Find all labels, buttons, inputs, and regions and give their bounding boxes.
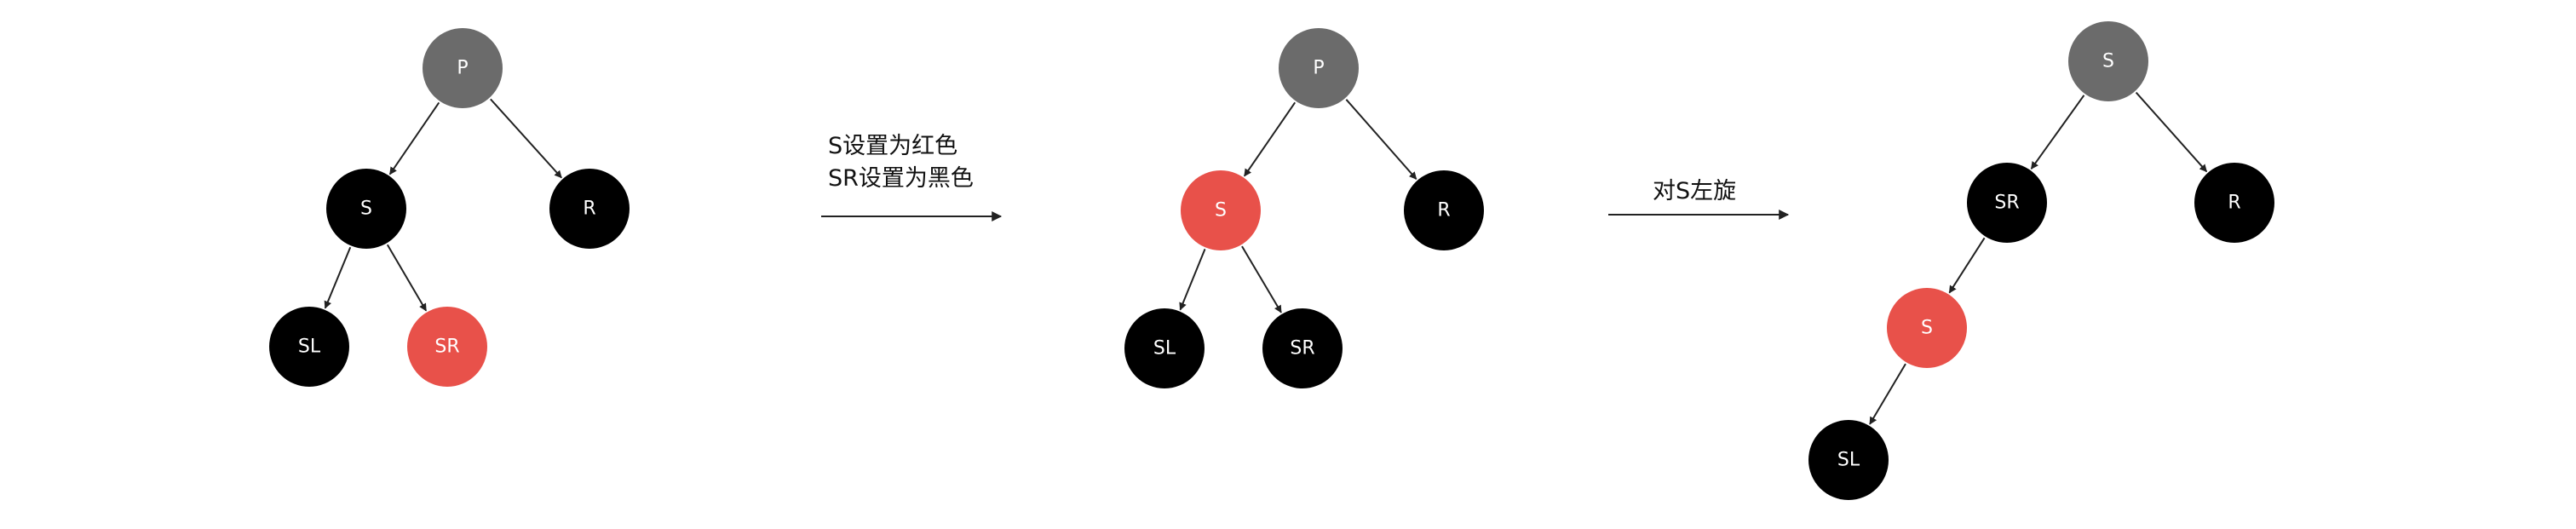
transition-label-2: 对S左旋	[1653, 175, 1736, 208]
stage-3-edge-s2-sl	[1869, 363, 1906, 425]
transition-label-2-line-1: 对S左旋	[1653, 178, 1737, 204]
stage-3-node-s2-label: S	[1921, 318, 1933, 339]
stage-3-node-s2: S	[1887, 288, 1967, 368]
stage-2-edge-p-r	[1345, 99, 1417, 180]
stage-1-node-r-label: R	[583, 198, 595, 220]
stage-1-node-r: R	[549, 169, 630, 249]
stage-1-edge-s-sr	[386, 244, 428, 312]
stage-1-node-s-circle	[326, 169, 406, 249]
stage-1-node-sl-label: SL	[298, 336, 321, 358]
stage-3-node-s: S	[2068, 21, 2148, 101]
stage-2-node-p-circle	[1279, 28, 1359, 108]
stage-2-node-s-circle	[1181, 170, 1261, 250]
stage-2-node-s-label: S	[1215, 200, 1227, 221]
stage-2-node-p: P	[1279, 28, 1359, 108]
stage-1-edge-p-r	[490, 98, 562, 179]
stage-1-edge-p-s	[388, 101, 440, 175]
stage-3-edge-sr-s2	[1948, 237, 1986, 294]
stage-1-node-sr-label: SR	[434, 336, 459, 358]
stage-3-node-sr: SR	[1967, 163, 2047, 243]
stage-2-node-s: S	[1181, 170, 1261, 250]
stage-1-node-p: P	[423, 28, 503, 108]
stage-3-node-sr-label: SR	[1994, 193, 2019, 214]
stage-2-node-sl: SL	[1124, 308, 1205, 388]
stage-3-node-r-circle	[2194, 163, 2274, 243]
stage-1-edge-s-sl	[324, 246, 352, 309]
stage-3-node-sr-circle	[1967, 163, 2047, 243]
stage-3-node-sl-label: SL	[1837, 450, 1860, 471]
stage-1-node-r-circle	[549, 169, 630, 249]
stage-2-node-r: R	[1404, 170, 1484, 250]
stage-3-node-s2-circle	[1887, 288, 1967, 368]
stage-2-node-sr: SR	[1262, 308, 1343, 388]
stage-3-node-s-label: S	[2102, 51, 2114, 72]
stage-3-edge-s-r	[2135, 91, 2208, 173]
stage-2-edge-s-sr	[1241, 245, 1282, 313]
stage-3-node-r: R	[2194, 163, 2274, 243]
transition-label-1-line-1: S设置为红色	[828, 133, 958, 159]
stage-2-node-r-circle	[1404, 170, 1484, 250]
stage-2-node-sl-label: SL	[1153, 338, 1176, 359]
stage-1-node-sl: SL	[269, 307, 349, 387]
stage-2-node-p-label: P	[1313, 58, 1324, 79]
stage-3-node-sl-circle	[1808, 420, 1889, 500]
stage-2-node-r-label: R	[1437, 200, 1450, 221]
transition-label-1-line-2: SR设置为黑色	[828, 165, 974, 192]
stage-1-node-p-circle	[423, 28, 503, 108]
stage-2-node-sr-circle	[1262, 308, 1343, 388]
transition-label-1: S设置为红色 SR设置为黑色	[828, 130, 974, 195]
stage-2-node-sr-label: SR	[1290, 338, 1314, 359]
stage-1-node-sl-circle	[269, 307, 349, 387]
stage-1-node-s: S	[326, 169, 406, 249]
stage-3-node-r-label: R	[2228, 193, 2240, 214]
stage-2-node-sl-circle	[1124, 308, 1205, 388]
stage-2-edge-p-s	[1243, 101, 1297, 177]
stage-3-edge-s-sr	[2030, 95, 2085, 170]
stage-3-node-s-circle	[2068, 21, 2148, 101]
stage-2-edge-s-sl	[1179, 249, 1206, 311]
stage-1-node-p-label: P	[457, 58, 468, 79]
stage-1-node-sr: SR	[407, 307, 487, 387]
stage-3-node-sl: SL	[1808, 420, 1889, 500]
stage-1-node-sr-circle	[407, 307, 487, 387]
stage-1-node-s-label: S	[360, 198, 372, 220]
